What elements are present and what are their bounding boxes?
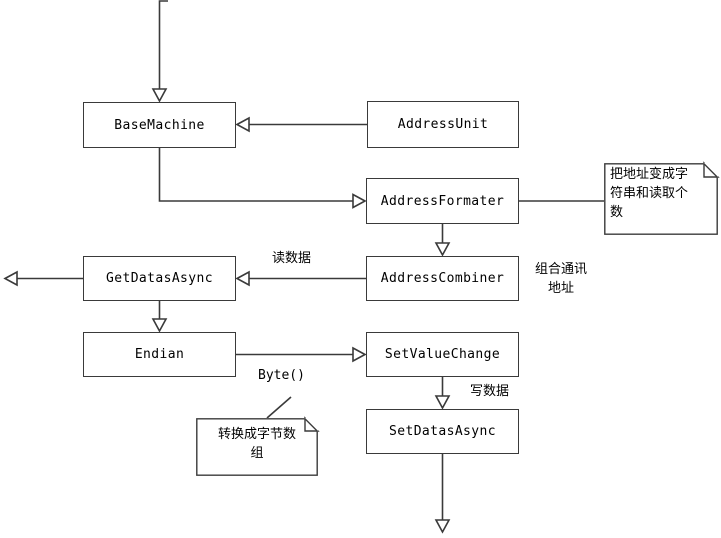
- note-address-to-string[interactable]: 把地址变成字 符串和读取个 数: [604, 163, 718, 235]
- node-label: SetValueChange: [384, 347, 501, 362]
- arrowhead-endian-set-value-change: [352, 346, 367, 363]
- arrowhead-address-formater-combiner: [434, 242, 451, 257]
- note-text: 把地址变成字 符串和读取个 数: [608, 165, 714, 222]
- node-label: AddressUnit: [397, 117, 489, 132]
- note-line: 组: [250, 446, 264, 461]
- edge-label-read-data: 读数据: [272, 249, 311, 268]
- node-set-datas-async[interactable]: SetDatasAsync: [366, 409, 519, 454]
- edge-label-text: Byte(): [258, 368, 305, 383]
- node-label: SetDatasAsync: [389, 424, 496, 439]
- edge-label-byte-call: Byte(): [258, 366, 305, 385]
- arrowhead-get-datas-async-exit: [3, 270, 18, 287]
- node-address-formater[interactable]: AddressFormater: [366, 178, 519, 224]
- edge-label-line: 组合通讯: [534, 262, 587, 277]
- note-line: 把地址变成字: [610, 167, 689, 182]
- note-to-byte-array[interactable]: 转换成字节数 组: [196, 418, 318, 476]
- edge-label-text: 写数据: [470, 384, 510, 399]
- arrowhead-address-unit-base-machine: [235, 116, 250, 133]
- node-get-datas-async[interactable]: GetDatasAsync: [83, 256, 236, 301]
- edge-base-machine-to-address-formater: [158, 148, 357, 202]
- edge-label-text: 读数据: [272, 251, 312, 266]
- node-base-machine[interactable]: BaseMachine: [83, 102, 236, 148]
- edge-label-combine-address: 组合通讯 地址: [531, 260, 591, 298]
- arrowhead-get-datas-async-endian: [151, 318, 168, 333]
- edge-label-write-data: 写数据: [470, 382, 509, 401]
- node-label: Endian: [134, 347, 185, 362]
- node-label: AddressFormater: [380, 193, 505, 209]
- node-set-value-change[interactable]: SetValueChange: [366, 332, 519, 377]
- arrowhead-combiner-get-datas-async: [235, 270, 250, 287]
- node-label: GetDatasAsync: [106, 271, 213, 286]
- arrowhead-set-datas-async-exit: [434, 519, 451, 534]
- node-endian[interactable]: Endian: [83, 332, 236, 377]
- node-label: AddressCombiner: [380, 271, 505, 286]
- node-address-combiner[interactable]: AddressCombiner: [366, 256, 519, 301]
- node-label: BaseMachine: [114, 117, 205, 133]
- arrowhead-entry-base-machine: [151, 88, 168, 103]
- arrowhead-set-value-change-set-datas: [434, 395, 451, 410]
- note-line: 转换成字节数: [217, 427, 296, 442]
- node-address-unit[interactable]: AddressUnit: [367, 101, 519, 148]
- note-text: 转换成字节数 组: [200, 420, 314, 463]
- edge-label-line: 地址: [547, 281, 574, 296]
- note-line: 符串和读取个: [610, 186, 689, 201]
- edge-entry-to-base-machine: [158, 0, 168, 93]
- edge-note-to-byte-connector: [266, 396, 292, 419]
- arrowhead-base-machine-address-formater: [352, 193, 367, 209]
- note-line: 数: [610, 205, 624, 220]
